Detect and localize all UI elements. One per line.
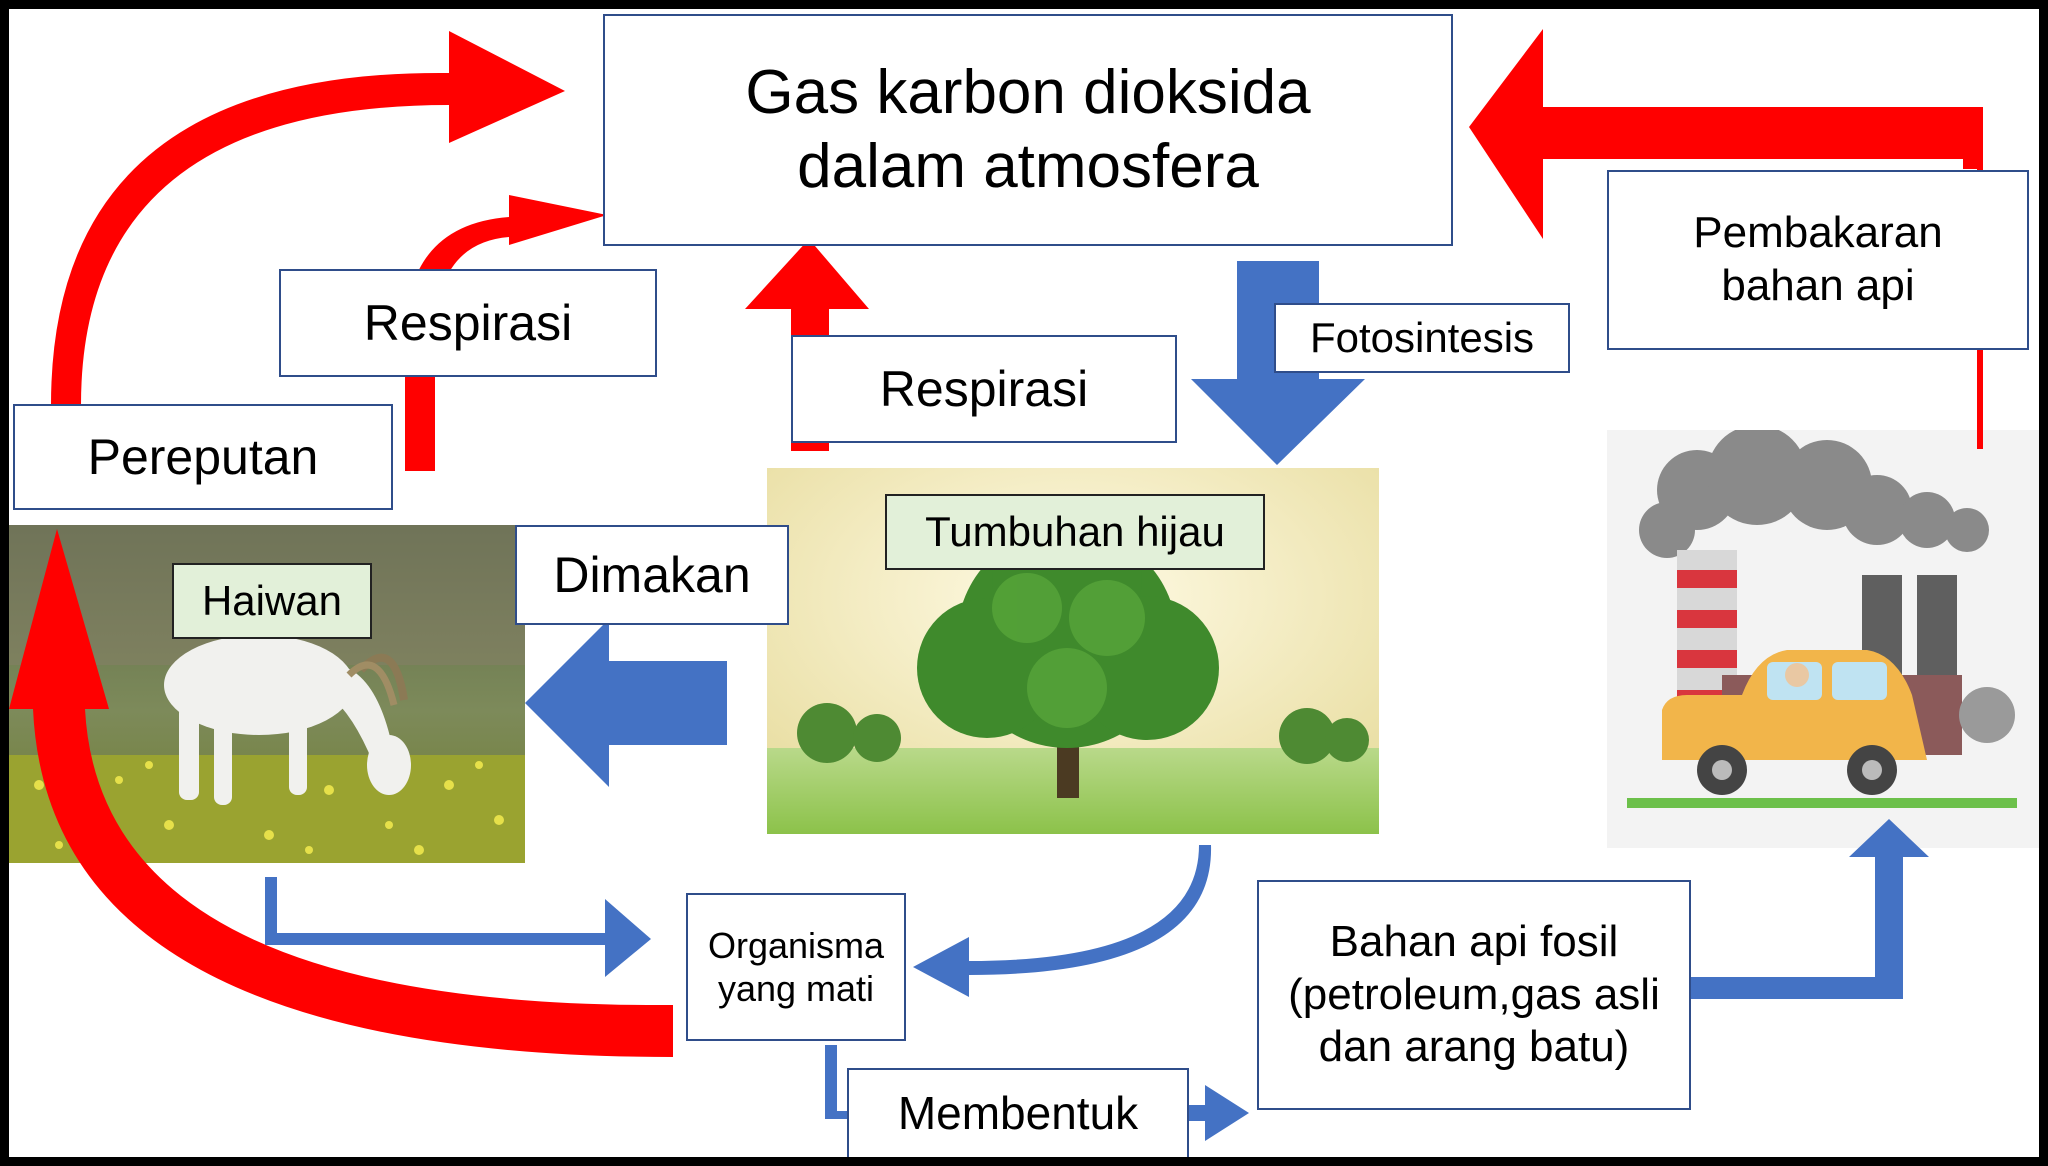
eaten-box: Dimakan (515, 525, 789, 625)
combustion-label: Pembakaran bahan api (1693, 208, 1943, 310)
green-plant-tag: Tumbuhan hijau (885, 494, 1265, 570)
factory-car-illustration (1607, 430, 2039, 848)
fossil-to-combustion-arrow (1691, 819, 1929, 999)
eaten-arrow (525, 619, 727, 787)
animal-label: Haiwan (201, 576, 343, 624)
photosynthesis-label: Fotosintesis (1309, 313, 1535, 361)
dead-organism-label: Organisma yang mati (707, 924, 885, 1009)
respiration-plant-label: Respirasi (879, 361, 1089, 417)
combustion-arrow (1469, 29, 1983, 449)
forms-box: Membentuk (847, 1068, 1189, 1157)
respiration-animal-box: Respirasi (279, 269, 657, 377)
decomposition-box: Pereputan (13, 404, 393, 510)
fossil-fuel-box: Bahan api fosil (petroleum,gas asli dan … (1257, 880, 1691, 1110)
decomposition-label: Pereputan (87, 429, 319, 485)
animal-tag: Haiwan (172, 563, 372, 639)
forms-arrow (1189, 1085, 1249, 1141)
dead-to-fossil-arrow (825, 1045, 847, 1119)
atmosphere-co2-box: Gas karbon dioksida dalam atmosfera (603, 14, 1453, 246)
atmosphere-co2-label: Gas karbon dioksida dalam atmosfera (745, 57, 1311, 201)
respiration-plant-box: Respirasi (791, 335, 1177, 443)
respiration-animal-arrow (405, 195, 607, 471)
return-to-animal-arrow (9, 529, 673, 1057)
combustion-box: Pembakaran bahan api (1607, 170, 2029, 350)
green-plant-label: Tumbuhan hijau (925, 507, 1225, 555)
respiration-animal-label: Respirasi (363, 295, 573, 351)
eaten-label: Dimakan (553, 547, 751, 603)
diagram-canvas: Gas karbon dioksida dalam atmosfera Resp… (9, 9, 2039, 1157)
fossil-fuel-label: Bahan api fosil (petroleum,gas asli dan … (1288, 916, 1660, 1072)
animal-to-dead-arrow (265, 877, 651, 977)
photosynthesis-box: Fotosintesis (1274, 303, 1570, 373)
arrow-layer (9, 29, 1983, 1141)
dead-organism-box: Organisma yang mati (686, 893, 906, 1041)
forms-label: Membentuk (897, 1087, 1139, 1140)
decomposition-arrow (51, 31, 565, 405)
plant-to-dead-arrow (913, 845, 1212, 997)
